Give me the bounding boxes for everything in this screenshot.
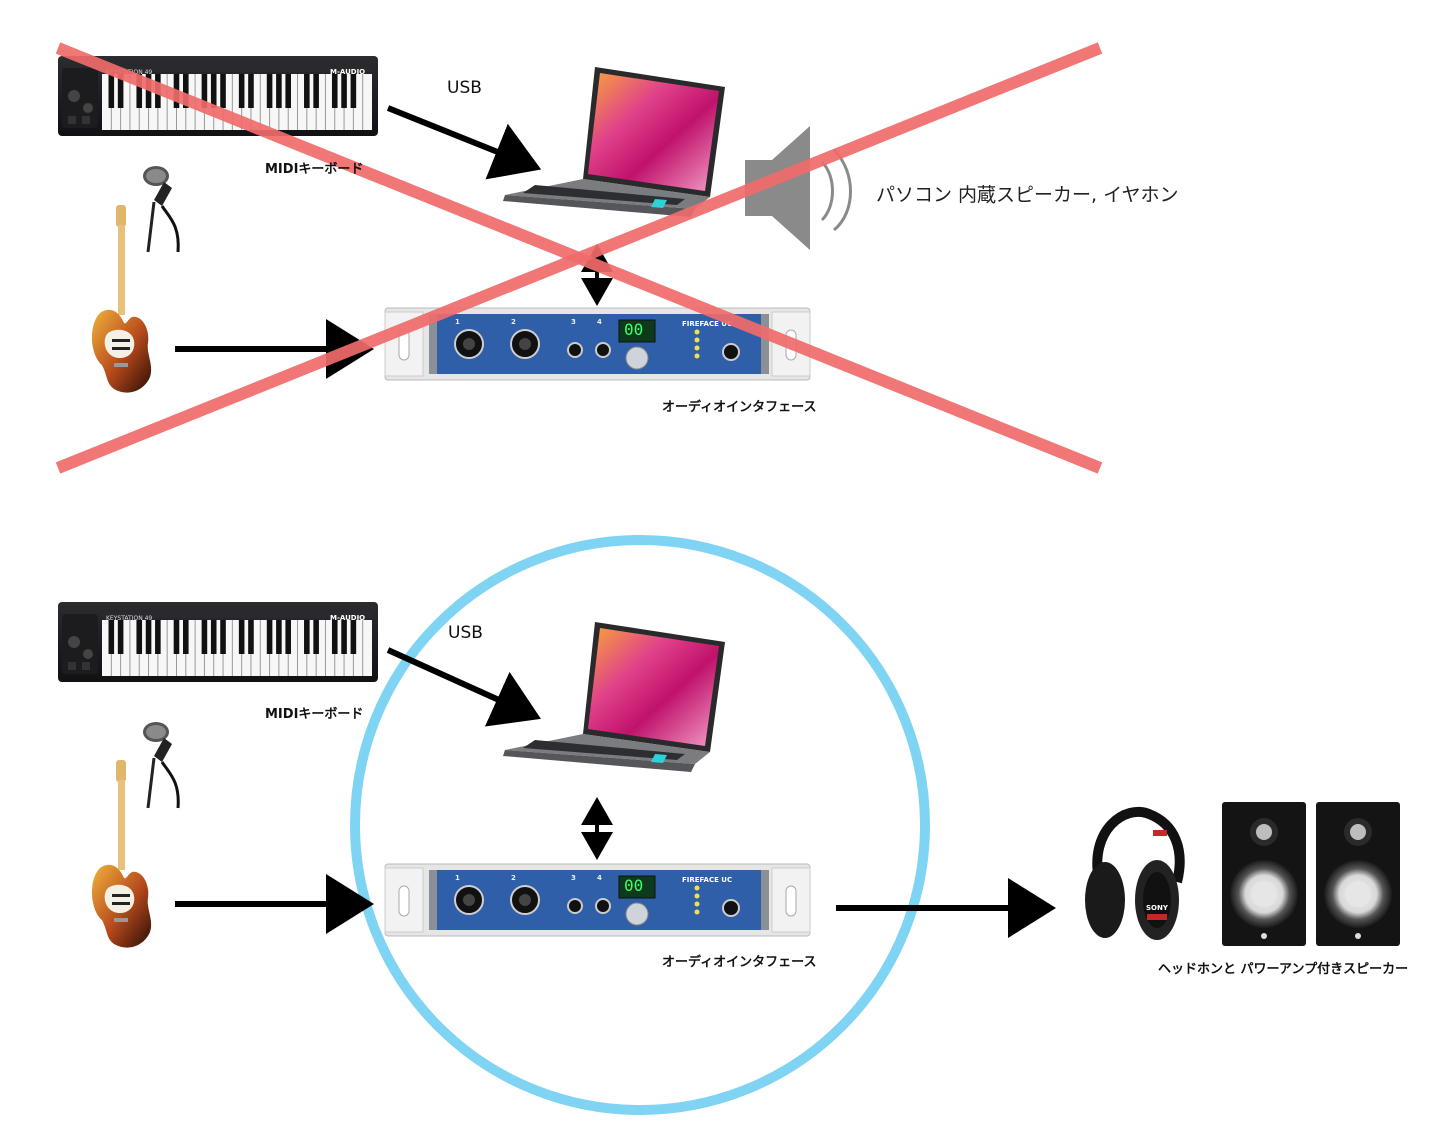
- keyboard-label: MIDIキーボード: [265, 707, 364, 722]
- top-diagram: M-AUDIO KEYSTATION 49 00 FIREFACE UC: [55, 42, 1103, 474]
- microphone-icon: [141, 720, 180, 810]
- keyboard-label: MIDIキーボード: [265, 162, 364, 177]
- output-label: ヘッドホンと パワーアンプ付きスピーカー: [1158, 962, 1409, 977]
- interface-display: 00: [624, 876, 643, 895]
- keyboard-model-text: KEYSTATION 49: [106, 615, 152, 622]
- speaker-label: パソコン 内蔵スピーカー, イヤホン: [876, 184, 1179, 206]
- usb-arrow: [386, 105, 542, 180]
- electric-guitar-icon: [91, 760, 152, 948]
- electric-guitar-icon: [91, 205, 152, 393]
- usb-arrow: [386, 647, 541, 727]
- keyboard-brand-text: M-AUDIO: [330, 614, 365, 622]
- interface-label: オーディオインタフェース: [662, 400, 817, 415]
- microphone-icon: [141, 164, 180, 254]
- headphones-brand-text: SONY: [1146, 904, 1169, 912]
- studio-monitor-icon: [1222, 802, 1400, 946]
- audio-interface-icon: 00 FIREFACE UC: [384, 863, 811, 937]
- headphones-icon: SONY: [1085, 812, 1180, 940]
- interface-model-text: FIREFACE UC: [682, 876, 732, 884]
- approval-circle: [350, 535, 930, 1115]
- bottom-diagram: M-AUDIO KEYSTATION 49 00 FIREFACE UC SON…: [57, 535, 1400, 1115]
- midi-keyboard-icon: M-AUDIO KEYSTATION 49: [57, 601, 379, 683]
- interface-display: 00: [624, 320, 643, 339]
- interface-model-text: FIREFACE UC: [682, 320, 732, 328]
- usb-label: USB: [448, 623, 483, 643]
- keyboard-brand-text: M-AUDIO: [330, 68, 365, 76]
- cross-line-2: [55, 42, 1103, 474]
- laptop-icon: [503, 67, 725, 217]
- usb-label: USB: [447, 78, 482, 98]
- audio-interface-icon: 00 FIREFACE UC: [384, 307, 811, 381]
- interface-label: オーディオインタフェース: [662, 955, 817, 970]
- laptop-icon: [503, 622, 725, 772]
